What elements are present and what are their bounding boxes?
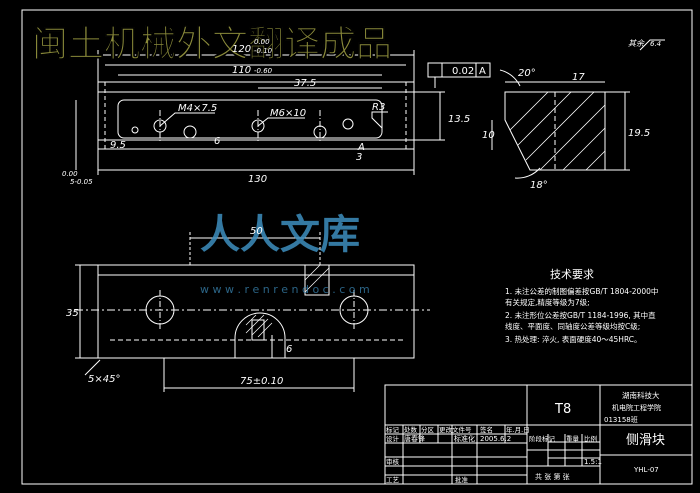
roughness-value: 6.4 (650, 40, 661, 48)
tb-h-sheets: 共 张 第 张 (535, 472, 570, 481)
tb-material: T8 (554, 402, 571, 417)
dim-37-5: 37.5 (294, 78, 316, 89)
tb-h-doc: 更改文件号 (439, 425, 472, 434)
dim-m4: M4×7.5 (178, 103, 217, 114)
dim-110: 110 (232, 65, 251, 76)
watermark-top: 闽土机械外文翻译成品 (32, 24, 392, 65)
dim-18deg: 18° (530, 180, 548, 191)
tb-designer: 唐春锋 (404, 434, 425, 443)
tb-h-approve: 批准 (455, 475, 469, 484)
tb-h-weight: 重量 (566, 435, 580, 443)
dim-19-5: 19.5 (628, 128, 650, 139)
dim-75: 75±0.10 (240, 376, 283, 387)
notes-title: 技术要求 (550, 268, 594, 281)
dim-120-tol-top: 0.00 (254, 38, 270, 46)
drawing-border (21, 9, 693, 485)
tb-h-process: 工艺 (386, 476, 400, 484)
front-view-arch (234, 312, 286, 358)
dim-13-5: 13.5 (448, 114, 470, 125)
dim-5x45: 5×45° (88, 374, 120, 385)
dim-35: 35 (66, 308, 79, 319)
tb-h-date: 年.月.日 (506, 425, 530, 434)
note-line-4: 线度、平面度、同轴度公差等级均按C级; (505, 321, 640, 331)
dim-left-tol-a: 0.00 (62, 170, 78, 178)
dim-6: 6 (214, 136, 220, 147)
dim-20deg: 20° (518, 68, 536, 79)
title-block (384, 384, 693, 485)
datum-a: A (357, 142, 365, 153)
dim-120: 120 (232, 44, 251, 55)
dim-10: 10 (482, 130, 495, 141)
tb-h-stage: 阶段标记 (529, 434, 556, 443)
tb-h-qty: 处数 (404, 425, 418, 434)
watermark-center: 人人文库 (200, 212, 360, 258)
dim-17: 17 (572, 72, 585, 83)
tb-std: 标准化 (454, 434, 475, 443)
dim-6b: 6 (286, 344, 292, 355)
tb-h-audit: 审核 (386, 457, 400, 466)
tolerance-frame (427, 62, 491, 88)
top-view-body (97, 81, 415, 150)
dim-3: 3 (356, 152, 362, 163)
dim-110-tol: -0.60 (254, 67, 273, 75)
tb-scale: 1.5:1 (584, 458, 602, 466)
tb-school-1: 湖南科技大 (622, 390, 660, 400)
hole-m4-2 (183, 125, 197, 139)
section-view (491, 39, 665, 179)
tb-h-zone: 分区 (421, 425, 435, 434)
note-line-3: 2. 未注形位公差按GB/T 1184-1996, 其中直 (505, 310, 656, 320)
tb-h-mark: 标记 (386, 425, 400, 434)
tol-frame-datum: A (479, 66, 486, 77)
tol-frame-value: 0.02 (452, 66, 474, 77)
section-outline (504, 91, 606, 171)
roughness-label: 其余 (628, 39, 645, 48)
tb-h-design: 设计 (386, 434, 400, 443)
tb-school-2: 机电院工程学院 (612, 403, 661, 412)
dim-50: 50 (250, 226, 263, 237)
dim-9-5: 9.5 (110, 140, 126, 151)
dim-left-tol-b: 5-0.05 (70, 178, 93, 186)
dim-120-tol-bot: -0.10 (254, 47, 273, 55)
note-line-5: 3. 热处理: 淬火, 表面硬度40～45HRC。 (505, 334, 642, 344)
watermark-url: w w w . r e n r e n d o c . c o m (200, 283, 370, 296)
note-line-1: 1. 未注公差的制图偏差按GB/T 1804-2000中 (505, 286, 658, 296)
top-view-slot (117, 99, 383, 139)
dim-130: 130 (248, 174, 267, 185)
tb-class-no: 013158班 (604, 415, 638, 424)
note-line-2: 有关规定,精度等级为7级; (505, 297, 590, 307)
tb-h-scale: 比例 (584, 434, 597, 443)
front-view (75, 232, 430, 392)
tb-h-sign: 签名 (480, 425, 493, 434)
dim-r3: R3 (372, 102, 385, 113)
top-view (75, 50, 445, 175)
dim-m6: M6×10 (270, 108, 306, 119)
front-view-body (97, 264, 415, 359)
tb-date: 2005.6.2 (480, 435, 511, 443)
tb-part-name: 侧滑块 (626, 433, 665, 448)
tb-drawing-no: YHL-07 (633, 466, 659, 474)
